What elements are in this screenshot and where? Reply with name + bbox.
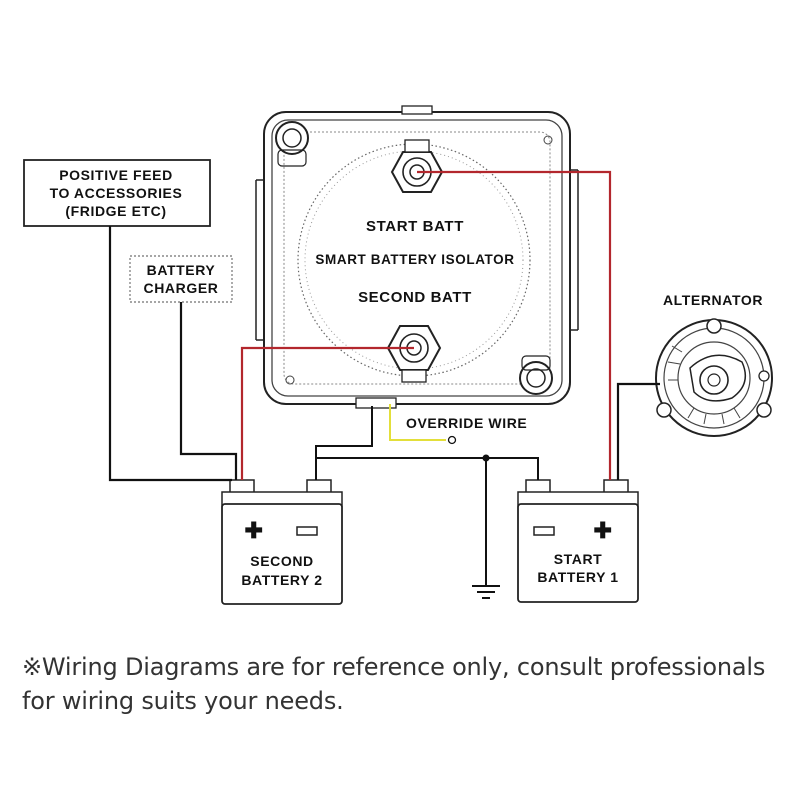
second-battery-minus-icon (296, 526, 318, 536)
override-wire-end (447, 435, 457, 445)
start-battery-positive-wire (417, 170, 612, 480)
isolator-label: SMART BATTERY ISOLATOR (315, 252, 514, 267)
start-battery-label-line2: BATTERY 1 (537, 569, 618, 585)
start-battery: ✚ START BATTERY 1 (517, 479, 639, 603)
second-battery-plus-icon: ✚ (244, 518, 263, 543)
isolator-ground-wire (315, 406, 373, 480)
accessories-label-line3: (FRIDGE ETC) (65, 203, 166, 219)
ground-icon (472, 585, 500, 599)
disclaimer-note: ※Wiring Diagrams are for reference only,… (22, 650, 792, 718)
charger-label-line2: CHARGER (144, 280, 219, 296)
start-batt-label: START BATT (366, 218, 464, 235)
alternator-label: ALTERNATOR (663, 292, 763, 308)
override-wire (389, 404, 446, 441)
start-battery-minus-icon (533, 526, 555, 536)
junction-dot (482, 454, 490, 462)
second-battery-positive-wire (240, 346, 414, 480)
charger-wire (179, 302, 238, 480)
override-wire-label: OVERRIDE WIRE (406, 415, 527, 431)
accessories-feed-wire (108, 226, 232, 482)
alternator: ALTERNATOR (655, 292, 773, 437)
smart-battery-isolator: START BATT SMART BATTERY ISOLATOR SECOND… (255, 105, 579, 409)
charger-label-line1: BATTERY (147, 262, 216, 278)
second-batt-label: SECOND BATT (358, 289, 472, 306)
accessories-label-line2: TO ACCESSORIES (50, 185, 183, 201)
accessories-box: POSITIVE FEED TO ACCESSORIES (FRIDGE ETC… (23, 159, 211, 227)
accessories-label-line1: POSITIVE FEED (59, 167, 173, 183)
second-battery-label-line2: BATTERY 2 (241, 572, 322, 588)
start-battery-label-line1: START (554, 551, 603, 567)
alternator-wire (616, 382, 660, 480)
mounting-hole-bottom-right (519, 355, 553, 395)
start-battery-plus-icon: ✚ (593, 518, 612, 543)
disclaimer-line1: ※Wiring Diagrams are for reference only,… (22, 653, 766, 681)
second-battery-label-line1: SECOND (250, 553, 314, 569)
disclaimer-line2: for wiring suits your needs. (22, 687, 344, 715)
second-battery: ✚ SECOND BATTERY 2 (221, 479, 343, 605)
battery-charger-box: BATTERY CHARGER (129, 255, 233, 303)
mounting-hole-top-left (275, 121, 309, 167)
negative-bus-wire (316, 457, 539, 480)
